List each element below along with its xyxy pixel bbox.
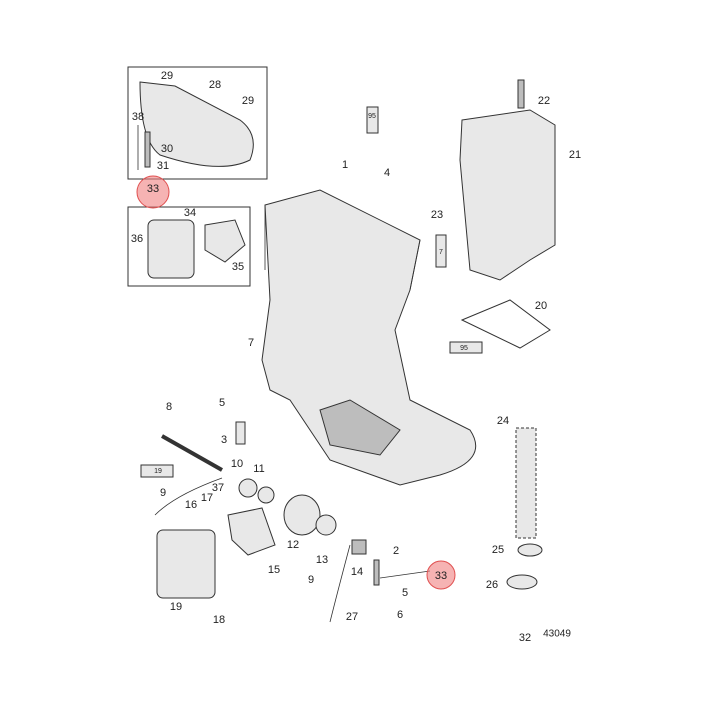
callout-24: 24	[497, 415, 509, 427]
part-1-driveshaft-housing	[261, 189, 477, 486]
part-21-adaptor-plate	[459, 109, 556, 281]
part-9-strap-left	[154, 477, 223, 516]
part-3-sleeve	[235, 421, 246, 445]
callout-34: 34	[184, 207, 196, 219]
part-8-bolt	[161, 434, 223, 472]
callout-29: 29	[242, 95, 254, 107]
part-34	[147, 219, 195, 279]
callout-7: 7	[248, 337, 254, 349]
sealant-tube-7: 7	[435, 234, 447, 268]
svg-text:19: 19	[154, 468, 162, 475]
callout-9: 9	[160, 487, 166, 499]
diagram-id: 43049	[543, 629, 571, 640]
callout-31: 31	[157, 160, 169, 172]
callout-35: 35	[232, 261, 244, 273]
part-13-washer	[315, 514, 337, 536]
callout-22: 22	[538, 95, 550, 107]
part-18-cover	[156, 529, 216, 599]
callout-1: 1	[342, 159, 348, 171]
part-20-gasket	[460, 299, 551, 349]
callout-29: 29	[161, 70, 173, 82]
callout-11: 11	[253, 463, 264, 475]
callout-2: 2	[393, 545, 399, 557]
callout-16: 16	[185, 499, 197, 511]
callout-9: 9	[308, 574, 314, 586]
callout-17: 17	[201, 492, 213, 504]
part-11-washer	[257, 486, 275, 504]
callout-36: 36	[131, 233, 143, 245]
callout-21: 21	[569, 149, 581, 161]
part-35	[204, 219, 246, 263]
callout-37: 37	[212, 482, 224, 494]
callout-26: 26	[486, 579, 498, 591]
part-2-stud	[373, 559, 380, 586]
svg-text:95: 95	[460, 345, 468, 352]
callout-6: 6	[397, 609, 403, 621]
callout-18: 18	[213, 614, 225, 626]
sealant-tube-19: 19	[140, 464, 174, 478]
part-9-strap-right	[329, 544, 351, 623]
callout-19: 19	[170, 601, 182, 613]
callout-20: 20	[535, 300, 547, 312]
part-25-seal	[517, 543, 543, 557]
svg-text:95: 95	[368, 113, 376, 120]
part-28	[139, 81, 254, 167]
part-24-tube	[515, 427, 537, 539]
callout-25: 25	[492, 544, 504, 556]
callout-32: 32	[519, 632, 531, 644]
inset-box-top	[127, 66, 268, 180]
inset-box-kit	[127, 206, 251, 287]
part-14-nut	[351, 539, 367, 555]
highlight-33-loctite[interactable]	[426, 560, 456, 590]
callout-23: 23	[431, 209, 443, 221]
callout-33: 33	[147, 183, 159, 195]
callout-8: 8	[166, 401, 172, 413]
sealant-tube-95-right: 95	[449, 341, 483, 354]
callout-12: 12	[287, 539, 299, 551]
callout-15: 15	[268, 564, 280, 576]
callout-5: 5	[219, 397, 225, 409]
callout-5: 5	[402, 587, 408, 599]
callout-3: 3	[221, 434, 227, 446]
part-15-bracket	[227, 507, 276, 556]
part-26-clamp	[506, 574, 538, 590]
callout-4: 4	[384, 167, 390, 179]
svg-text:7: 7	[439, 249, 443, 256]
callout-28: 28	[209, 79, 221, 91]
highlight-33-kit[interactable]	[136, 175, 170, 209]
callout-38: 38	[132, 111, 144, 123]
callout-13: 13	[316, 554, 328, 566]
callout-33: 33	[435, 570, 447, 582]
callout-10: 10	[231, 458, 243, 470]
part-10-washer	[238, 478, 258, 498]
part-12-mount	[283, 494, 321, 536]
callout-30: 30	[161, 143, 173, 155]
sealant-tube-95-top: 95	[366, 106, 379, 134]
callout-27: 27	[346, 611, 358, 623]
callout-14: 14	[351, 566, 363, 578]
